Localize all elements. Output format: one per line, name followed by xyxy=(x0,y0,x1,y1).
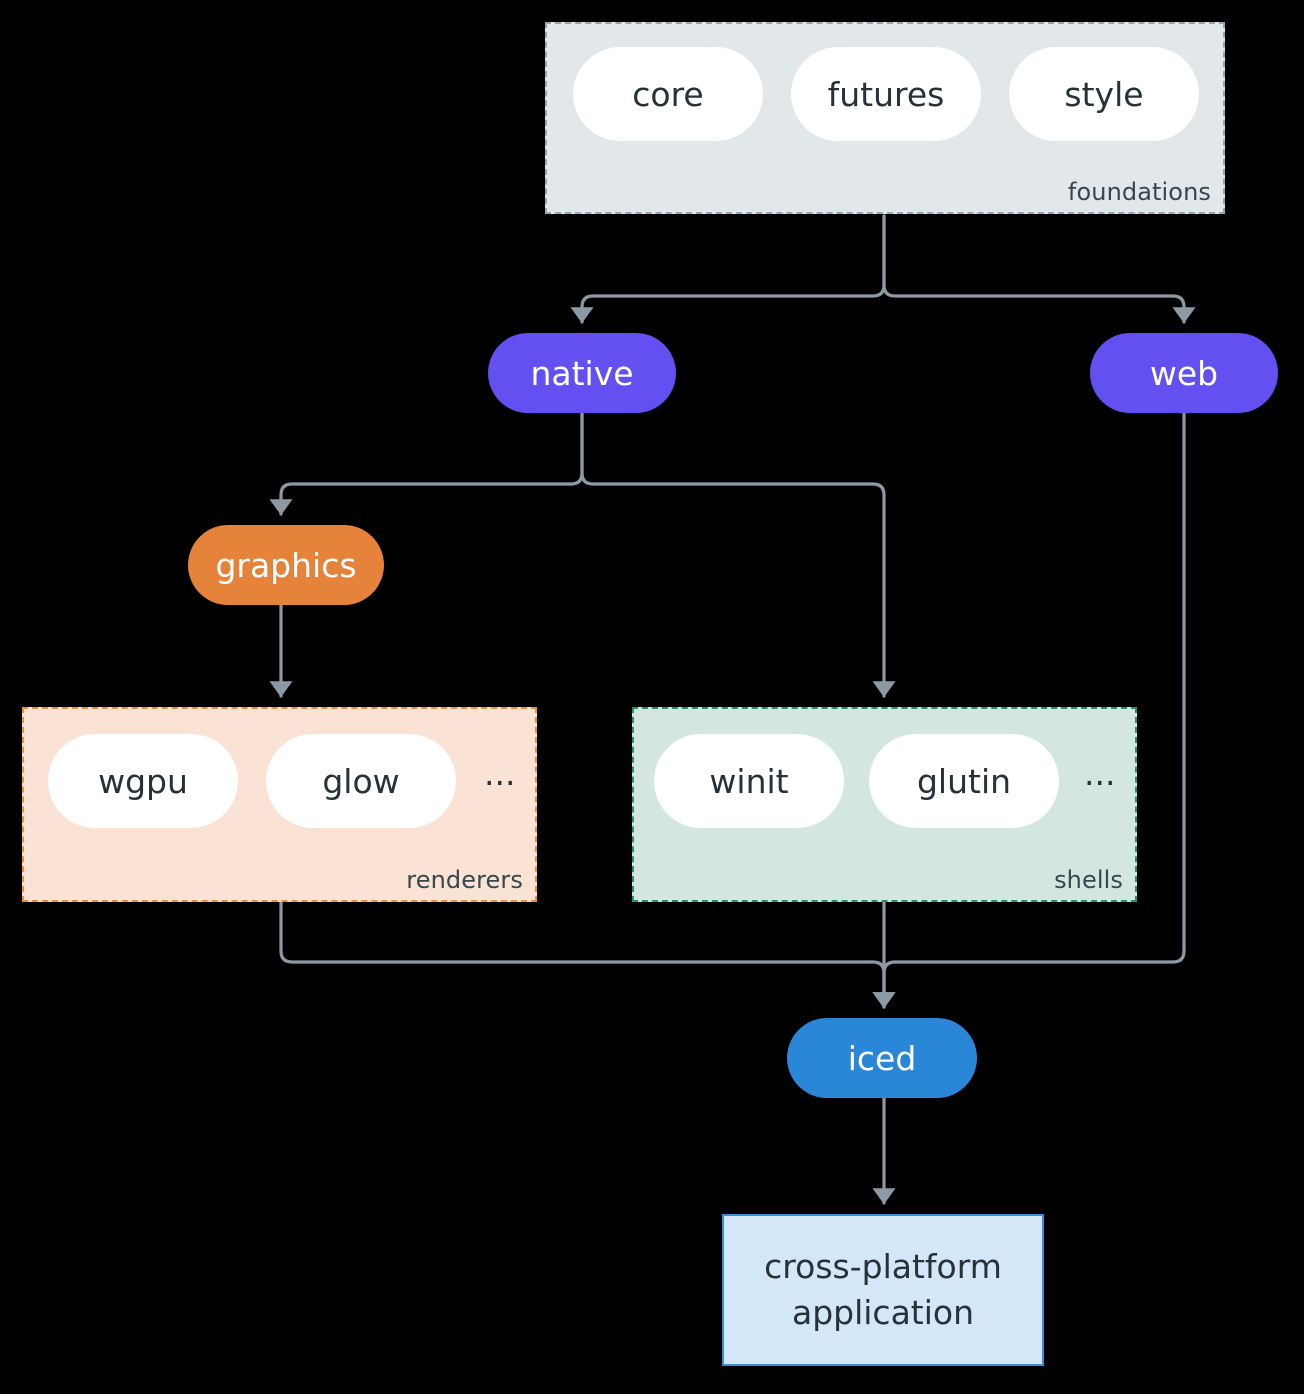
group-renderers: wgpu glow ... renderers xyxy=(22,707,537,902)
edge-native-shells xyxy=(580,411,896,698)
node-native[interactable]: native xyxy=(488,333,676,413)
node-core[interactable]: core xyxy=(573,47,763,141)
node-wgpu[interactable]: wgpu xyxy=(48,734,238,828)
node-web[interactable]: web xyxy=(1090,333,1278,413)
node-graphics[interactable]: graphics xyxy=(188,525,384,605)
edge-native-graphics xyxy=(269,411,584,516)
edge-foundations-web xyxy=(882,214,1196,324)
shells-ellipsis: ... xyxy=(1084,754,1116,794)
app-label-line2: application xyxy=(791,1293,975,1332)
edge-renderers-iced xyxy=(279,900,896,1009)
group-renderers-items: wgpu glow ... xyxy=(48,734,515,828)
group-foundations: core futures style foundations xyxy=(545,22,1225,214)
group-foundations-label: foundations xyxy=(1067,178,1211,206)
node-cross-platform-application[interactable]: cross-platform application xyxy=(722,1214,1044,1366)
renderers-ellipsis: ... xyxy=(484,754,516,794)
node-futures[interactable]: futures xyxy=(791,47,981,141)
node-glow[interactable]: glow xyxy=(266,734,456,828)
node-glutin[interactable]: glutin xyxy=(869,734,1059,828)
group-renderers-label: renderers xyxy=(406,866,523,894)
group-shells: winit glutin ... shells xyxy=(632,707,1137,902)
node-style[interactable]: style xyxy=(1009,47,1199,141)
node-iced[interactable]: iced xyxy=(787,1018,977,1098)
edge-foundations-native xyxy=(570,214,886,324)
node-winit[interactable]: winit xyxy=(654,734,844,828)
group-foundations-items: core futures style xyxy=(573,47,1199,141)
group-shells-label: shells xyxy=(1054,866,1123,894)
app-label-line1: cross-platform xyxy=(764,1247,1002,1287)
group-shells-items: winit glutin ... xyxy=(654,734,1115,828)
